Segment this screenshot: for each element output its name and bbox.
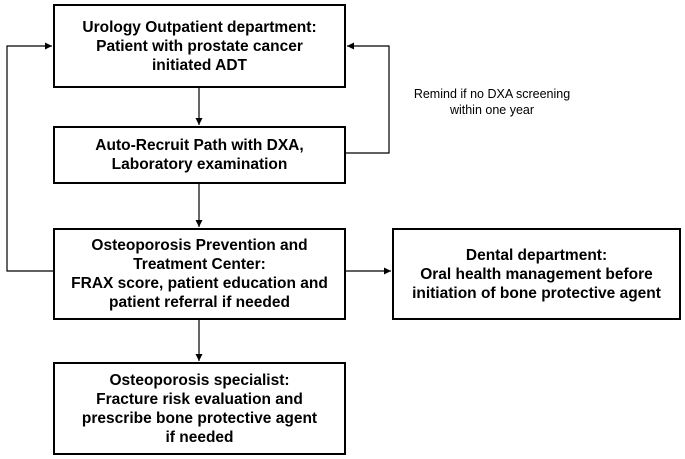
node-dental-line-2: Oral health management before <box>420 265 653 283</box>
node-center-line-3: FRAX score, patient education and <box>71 275 328 292</box>
node-urology-line-2: Patient with prostate cancer <box>96 37 303 55</box>
node-osteoporosis-center: Osteoporosis Prevention and Treatment Ce… <box>53 228 346 320</box>
node-center-line-4: patient referral if needed <box>109 294 290 311</box>
node-osteoporosis-specialist: Osteoporosis specialist: Fracture risk e… <box>53 362 346 455</box>
arrow-reminder-loop <box>346 42 390 154</box>
node-dental-department: Dental department: Oral health managemen… <box>392 228 681 320</box>
node-urology-line-3: initiated ADT <box>151 56 247 74</box>
reminder-line-2: within one year <box>449 103 535 117</box>
node-specialist-line-3: prescribe bone protective agent <box>81 409 318 427</box>
reminder-annotation: Remind if no DXA screening within one ye… <box>392 86 592 118</box>
node-auto-recruit: Auto-Recruit Path with DXA, Laboratory e… <box>53 126 346 184</box>
node-specialist-line-1: Osteoporosis specialist: <box>109 371 290 389</box>
node-dental-line-3: initiation of bone protective agent <box>412 284 661 302</box>
node-recruit-line-2: Laboratory examination <box>111 156 288 173</box>
node-recruit-line-1: Auto-Recruit Path with DXA, <box>95 137 304 154</box>
node-urology-outpatient: Urology Outpatient department: Patient w… <box>53 4 346 88</box>
node-dental-line-1: Dental department: <box>465 246 608 264</box>
node-center-line-1: Osteoporosis Prevention and <box>91 237 308 254</box>
node-specialist-line-4: if needed <box>165 428 234 446</box>
node-center-line-2: Treatment Center: <box>133 256 266 273</box>
node-urology-line-1: Urology Outpatient department: <box>82 18 317 36</box>
reminder-line-1: Remind if no DXA screening <box>413 87 571 101</box>
node-specialist-line-2: Fracture risk evaluation and <box>96 390 303 408</box>
arrow-center-loop <box>6 42 53 272</box>
